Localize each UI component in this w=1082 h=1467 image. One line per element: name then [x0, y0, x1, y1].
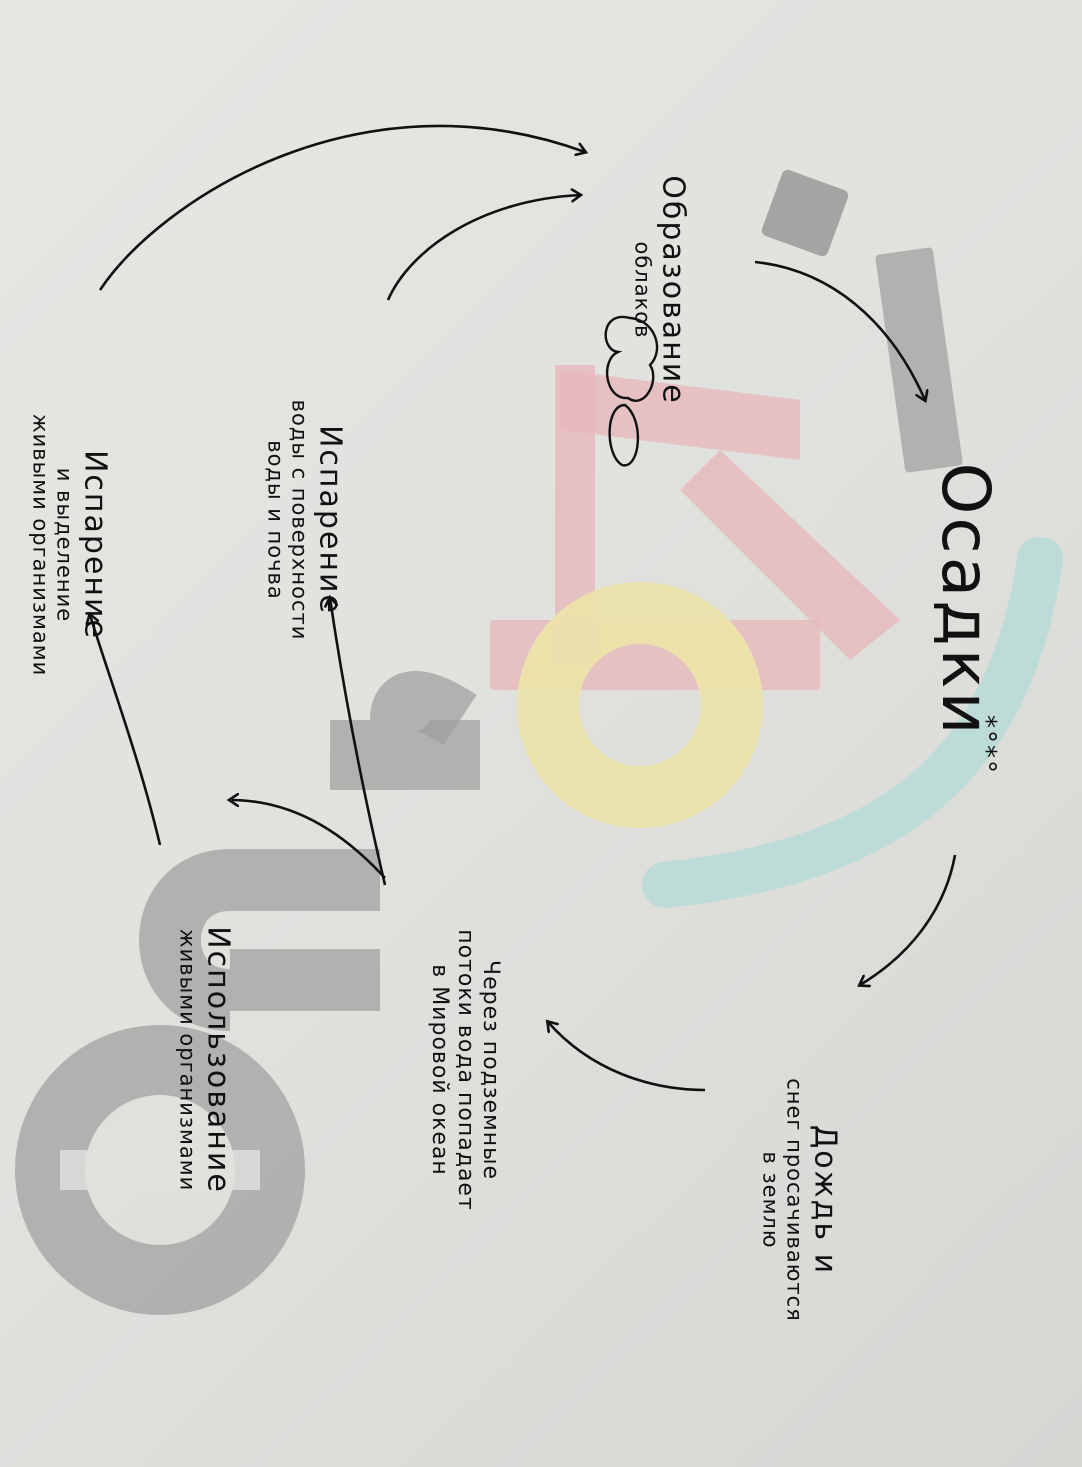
node-rain-snow: Дождь и снег просачиваются в землю [758, 1078, 843, 1322]
watermark-k-arm [560, 370, 800, 460]
watermark-dot [761, 169, 849, 257]
watermark-i-stem [875, 247, 963, 473]
arrow-clouds-to-title [754, 260, 925, 400]
watermark-e-bar [60, 1150, 260, 1190]
watermark-u [139, 849, 380, 1031]
arrow-evap-surface-to-clouds [386, 195, 580, 301]
watermark-k-leg [680, 450, 900, 660]
node-evaporation-organisms-line2: и выделение [52, 467, 77, 623]
node-rain-snow-line3: в землю [758, 1151, 783, 1249]
watermark-arc [642, 537, 1063, 908]
arrow-rain-to-underground [548, 1022, 706, 1092]
watermark-e [15, 1025, 305, 1315]
node-evaporation-organisms-line3: живыми организмами [28, 413, 53, 677]
watermark-r-stem [330, 720, 480, 790]
arrow-use-to-evap-organisms [90, 615, 162, 846]
arrow-underground-to-use [230, 800, 386, 879]
node-underground-flow-line3: в Мировой океан [427, 964, 453, 1176]
title-precipitation: Осадки [926, 462, 1004, 738]
node-evaporation-surface-line2: воды с поверхности [287, 399, 312, 641]
node-underground-flow-line2: потоки вода попадает [452, 929, 478, 1211]
node-evaporation-organisms: Испарение и выделение живыми организмами [28, 413, 113, 677]
node-evaporation-surface: Испарение воды с поверхности воды и почв… [263, 399, 348, 641]
node-rain-snow-line2: снег просачиваются [782, 1078, 807, 1322]
node-use-by-organisms-line2: живыми организмами [175, 928, 200, 1192]
node-cloud-formation-line1: Образование [655, 175, 691, 405]
arrow-underground-to-evap-surface [330, 598, 387, 886]
arrow-evap-organisms-to-clouds [98, 124, 585, 291]
node-evaporation-surface-line1: Испарение [312, 424, 348, 616]
node-rain-snow-line1: Дождь и [807, 1124, 843, 1276]
node-evaporation-organisms-line1: Испарение [77, 449, 113, 641]
node-use-by-organisms-line1: Использование [200, 926, 236, 1194]
node-use-by-organisms: Использование живыми организмами [175, 926, 236, 1194]
node-cloud-formation: Образование облаков [630, 175, 691, 405]
watermark-r-arm [370, 671, 477, 746]
title-text: Осадки [926, 462, 1004, 738]
node-underground-flow-line1: Через подземные [477, 960, 503, 1180]
snow-marks: *°*° [971, 715, 1001, 775]
watermark-o [517, 582, 763, 828]
node-cloud-formation-line2: облаков [630, 241, 655, 339]
node-evaporation-surface-line3: воды и почва [263, 440, 288, 600]
arrow-title-to-rain [860, 854, 957, 985]
node-underground-flow: Через подземные потоки вода попадает в М… [427, 929, 503, 1211]
